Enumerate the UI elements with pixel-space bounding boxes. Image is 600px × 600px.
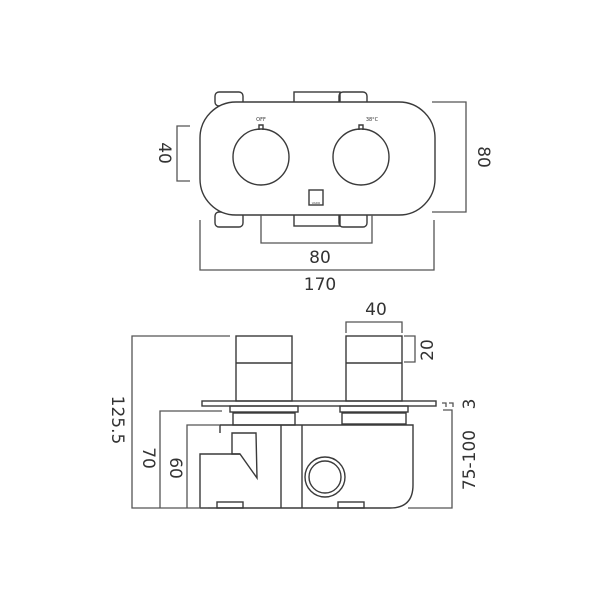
dim-line-20 — [404, 335, 416, 363]
cover-plate — [199, 101, 436, 216]
dim-line-80-right — [432, 101, 467, 213]
knob-right — [332, 128, 390, 186]
dim-line-40-side — [345, 321, 403, 333]
dim-line-170 — [199, 220, 435, 271]
plate-side — [201, 400, 437, 407]
dim-line-60 — [186, 424, 220, 508]
dim-plate-width: 170 — [304, 275, 336, 295]
dim-wall-range: 75-100 — [460, 430, 480, 490]
dim-knob-diameter: 40 — [154, 142, 174, 164]
knob-left-label: OFF — [256, 117, 266, 123]
dim-line-70 — [159, 410, 222, 508]
dim-height: 80 — [473, 146, 493, 168]
dim-line-75-100 — [408, 409, 453, 509]
knob-left-side — [235, 335, 293, 402]
dim-line-80-bottom — [260, 215, 373, 244]
top-view: OFF 38°C VADO 40 80 80 170 — [154, 91, 493, 295]
logo-square — [308, 189, 324, 206]
dim-line-40-left — [176, 125, 190, 182]
dim-line-3 — [442, 402, 454, 407]
side-view: 40 20 125.5 70 60 3 75-100 — [107, 300, 480, 509]
knob-right-label: 38°C — [366, 117, 379, 123]
dim-line-125 — [131, 335, 230, 509]
valve-body — [199, 424, 414, 509]
dim-plate-thickness: 3 — [460, 399, 480, 410]
logo-label: VADO — [312, 201, 321, 205]
knob-right-side — [345, 335, 403, 402]
dim-total-depth: 125.5 — [107, 396, 127, 445]
dim-box-width: 80 — [309, 248, 331, 268]
knob-left — [232, 128, 290, 186]
dim-knob-depth: 20 — [418, 339, 438, 361]
dim-knob-width: 40 — [365, 300, 387, 320]
dim-depth-70: 70 — [138, 447, 158, 469]
dim-depth-60: 60 — [165, 457, 185, 479]
